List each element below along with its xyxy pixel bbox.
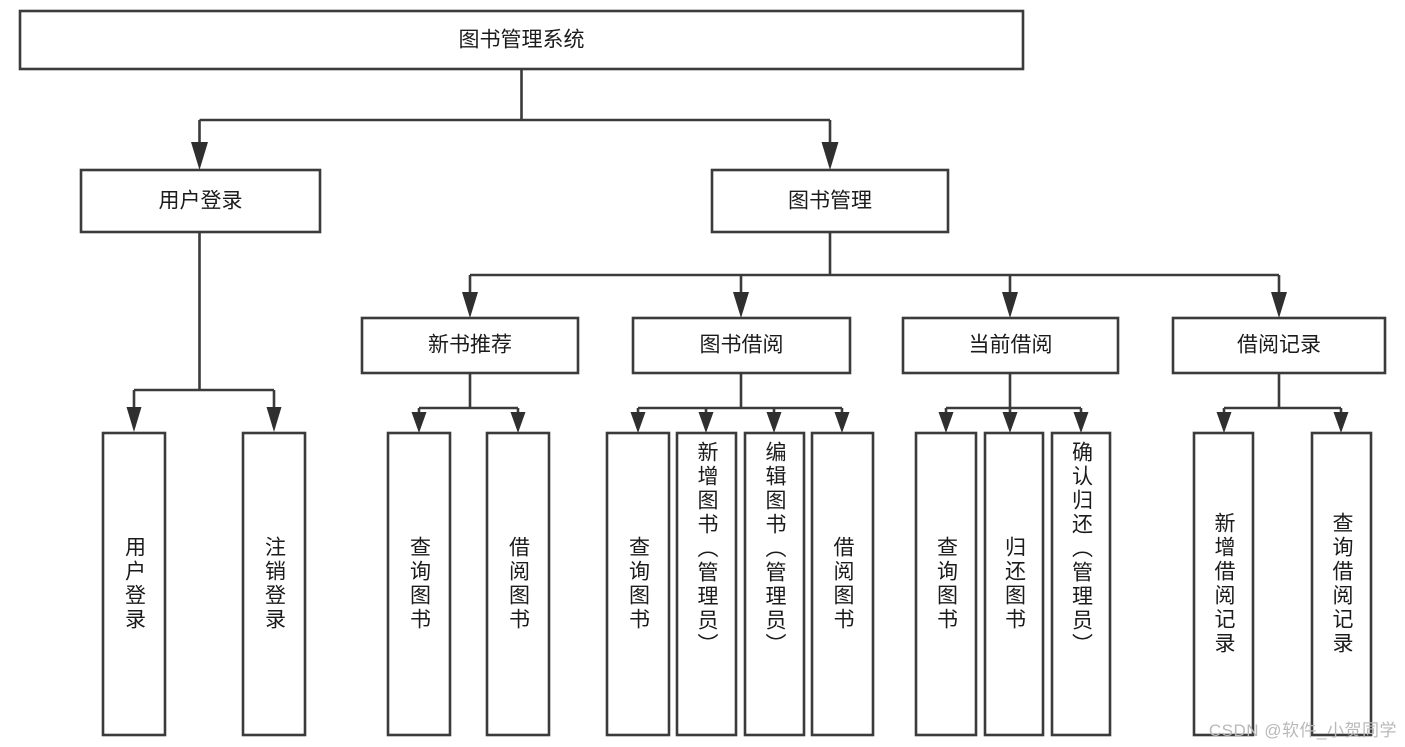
node-book-borrow[interactable]: 图书借阅 xyxy=(631,316,852,375)
node-book-manage[interactable]: 图书管理 xyxy=(710,168,950,234)
node-new-book-recommend-label: 新书推荐 xyxy=(428,334,512,357)
node-current-borrow[interactable]: 当前借阅 xyxy=(901,316,1120,375)
node-current-borrow-label: 当前借阅 xyxy=(969,334,1053,357)
arrowhead-borrow-query-book xyxy=(630,412,646,433)
node-book-borrow-label: 图书借阅 xyxy=(700,334,784,357)
leaf-box-current-return-book[interactable] xyxy=(983,431,1045,737)
arrowhead-current-borrow xyxy=(1002,292,1018,318)
arrowhead-current-confirm-return xyxy=(1073,412,1089,433)
arrowhead-leaf-logout xyxy=(266,407,282,432)
node-current-borrow-box[interactable] xyxy=(901,316,1120,375)
node-new-book-recommend[interactable]: 新书推荐 xyxy=(360,316,580,375)
node-new-book-recommend-box[interactable] xyxy=(360,316,580,375)
leaf-box-borrow-add-book[interactable] xyxy=(675,431,738,737)
node-book-manage-box[interactable] xyxy=(710,168,950,234)
leaf-boxes-layer xyxy=(101,431,1373,737)
node-root-label: 图书管理系统 xyxy=(459,29,585,52)
node-borrow-record-box[interactable] xyxy=(1171,316,1387,375)
arrowhead-borrow-edit-book xyxy=(766,412,782,433)
leaf-box-current-confirm-return[interactable] xyxy=(1050,431,1112,737)
arrowhead-borrow-borrow-book xyxy=(834,412,850,433)
node-book-manage-label: 图书管理 xyxy=(788,190,872,213)
arrowhead-user-login xyxy=(191,142,208,170)
arrowhead-borrow-add-book xyxy=(698,412,714,433)
leaf-box-borrow-edit-book[interactable] xyxy=(743,431,806,737)
arrowhead-borrow-record xyxy=(1271,292,1287,318)
node-root-system[interactable]: 图书管理系统 xyxy=(18,9,1025,71)
arrowhead-book-manage xyxy=(821,142,839,170)
leaf-box-borrow-query-book[interactable] xyxy=(605,431,671,737)
node-user-login[interactable]: 用户登录 xyxy=(79,168,322,234)
leaf-box-user-login[interactable] xyxy=(101,431,167,737)
leaf-box-recommend-query-book[interactable] xyxy=(386,431,452,737)
arrowhead-new-book-recommend xyxy=(462,292,478,318)
leaf-box-borrow-borrow-book[interactable] xyxy=(810,431,875,737)
arrowhead-record-query-record xyxy=(1333,412,1349,433)
connectors-layer xyxy=(126,69,1349,433)
arrowhead-current-query-book xyxy=(938,412,954,433)
leaf-box-logout[interactable] xyxy=(241,431,307,737)
node-user-login-box[interactable] xyxy=(79,168,322,234)
node-borrow-record[interactable]: 借阅记录 xyxy=(1171,316,1387,375)
arrowhead-book-borrow xyxy=(733,292,749,318)
arrowhead-record-add-record xyxy=(1216,412,1232,433)
arrowhead-current-return-book xyxy=(1002,412,1018,433)
arrowhead-recommend-borrow-book xyxy=(510,412,526,433)
node-user-login-label: 用户登录 xyxy=(159,190,243,213)
arrowhead-recommend-query-book xyxy=(411,412,427,433)
node-borrow-record-label: 借阅记录 xyxy=(1237,334,1321,357)
leaf-box-current-query-book[interactable] xyxy=(914,431,978,737)
leaf-box-recommend-borrow-book[interactable] xyxy=(485,431,551,737)
leaf-box-record-add-record[interactable] xyxy=(1192,431,1255,737)
node-book-borrow-box[interactable] xyxy=(631,316,852,375)
node-root-box[interactable] xyxy=(18,9,1025,71)
arrowhead-leaf-user-login xyxy=(126,407,142,432)
csdn-watermark: CSDN @软件_小贺同学 xyxy=(1208,721,1397,740)
leaf-box-record-query-record[interactable] xyxy=(1310,431,1373,737)
